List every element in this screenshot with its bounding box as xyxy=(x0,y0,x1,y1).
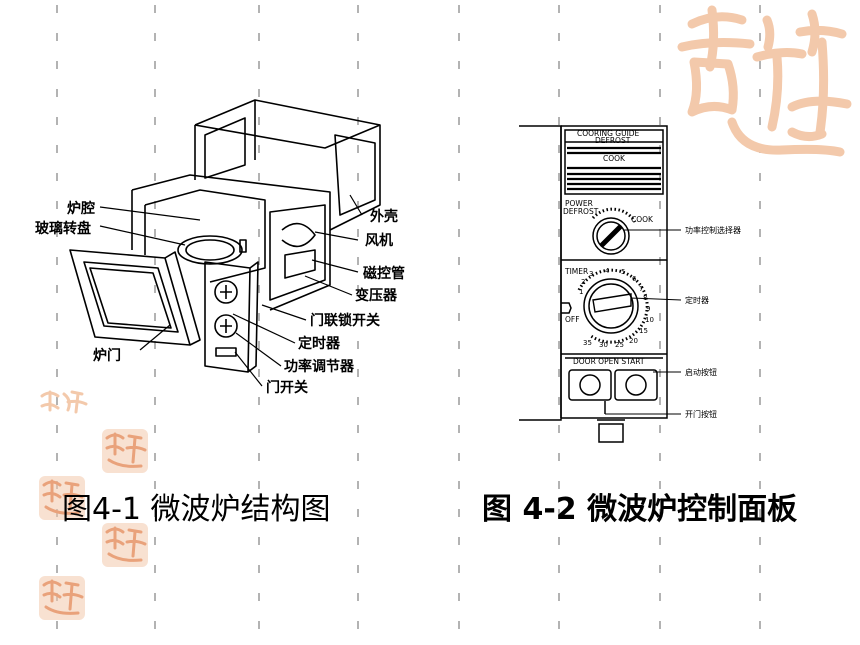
label-glass-tray: 玻璃转盘 xyxy=(35,220,91,237)
label-timer-right: 定时器 xyxy=(685,295,709,305)
dial-num: 9 xyxy=(646,305,650,313)
label-magnetron: 磁控管 xyxy=(363,265,405,282)
cavity-body-drawing xyxy=(131,174,331,311)
dial-num: 3 xyxy=(589,270,593,278)
control-panel-drawing xyxy=(204,261,259,373)
dial-num: 1 xyxy=(579,288,583,296)
outer-shell-drawing xyxy=(194,99,381,231)
control-panel-diagram: COORING GUIDE DEFROST COOK POWER DEFROST… xyxy=(519,125,741,443)
label-start-button: 启动按钮 xyxy=(685,367,717,377)
label-cavity: 炉腔 xyxy=(67,200,95,217)
label-fan: 风机 xyxy=(365,232,393,249)
label-power-selector: 功率控制选择器 xyxy=(685,225,741,235)
dial-num: 35 xyxy=(583,339,592,347)
label-door-open-button: 开门按钮 xyxy=(685,409,717,419)
label-transformer: 变压器 xyxy=(355,287,398,304)
dial-num: 8 xyxy=(643,294,647,302)
label-power-regulator: 功率调节器 xyxy=(284,358,355,375)
seal-small-5 xyxy=(39,576,85,620)
seal-small-2 xyxy=(102,429,148,473)
seal-small-1 xyxy=(40,390,88,414)
panel-cooking-guide: COORING GUIDE xyxy=(577,129,640,138)
dial-num: 30 xyxy=(599,341,608,349)
door-drawing xyxy=(69,249,201,346)
microwave-structure-diagram: 炉腔 玻璃转盘 外壳 风机 磁控管 变压器 门联锁开关 定时器 功率调节器 门开… xyxy=(35,99,405,396)
panel-door-open-start: DOOR OPEN START xyxy=(573,357,645,366)
dial-num: 6 xyxy=(632,275,637,283)
dial-num: 7 xyxy=(639,285,643,293)
dial-num: 15 xyxy=(639,327,648,335)
dial-num: 10 xyxy=(645,316,654,324)
timer-dial-numbers: 1 2 3 4 5 6 7 8 9 10 15 20 25 30 35 xyxy=(579,267,654,349)
panel-cook-bar: COOK xyxy=(603,154,626,163)
dial-num: 4 xyxy=(605,267,610,275)
label-door-switch: 门开关 xyxy=(266,379,308,396)
panel-power: POWER xyxy=(565,199,593,208)
caption-figure-4-2: 图 4-2 微波炉控制面板 xyxy=(482,492,798,527)
panel-defrost: DEFROST xyxy=(563,207,599,216)
dial-num: 20 xyxy=(629,337,638,345)
label-outer-shell: 外壳 xyxy=(370,208,398,225)
label-timer: 定时器 xyxy=(298,335,341,352)
dial-num: 25 xyxy=(615,341,624,349)
panel-cook: COOK xyxy=(631,215,654,224)
panel-off: OFF xyxy=(565,315,580,324)
dial-num: 2 xyxy=(581,278,585,286)
caption-figure-4-1: 图4-1 微波炉结构图 xyxy=(62,492,331,527)
seal-small-4 xyxy=(102,523,148,567)
panel-timer: TIMER xyxy=(564,267,588,276)
seal-small-3 xyxy=(39,476,85,520)
label-door-interlock: 门联锁开关 xyxy=(310,312,380,329)
dial-num: 5 xyxy=(621,268,625,276)
label-door: 炉门 xyxy=(93,347,121,364)
seal-top-right xyxy=(677,5,852,157)
panel-defrost-top: DEFROST xyxy=(595,136,631,145)
